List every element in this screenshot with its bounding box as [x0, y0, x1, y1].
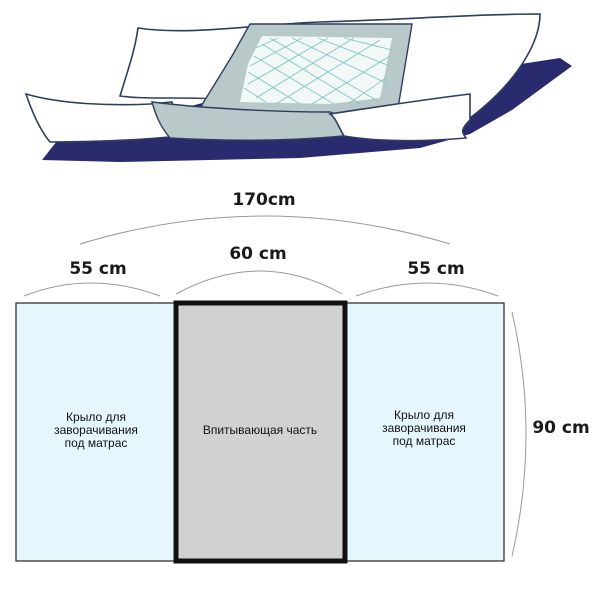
- left-wing-panel: [15, 302, 177, 562]
- arc-right-wing: [355, 282, 499, 297]
- arc-left-wing: [23, 282, 161, 297]
- arc-height: [511, 311, 527, 557]
- arc-total-width: [79, 215, 451, 245]
- center-label: Впитывающая часть: [202, 423, 318, 437]
- sheet-right-wing: [327, 93, 471, 142]
- absorbent-panel: [173, 300, 348, 564]
- left-wing-width-label: 55 cm: [69, 259, 126, 279]
- arc-center: [175, 270, 343, 295]
- right-wing-width-label: 55 cm: [407, 259, 464, 279]
- center-width-label: 60 cm: [229, 244, 286, 264]
- left-wing-label: Крыло для заворачивания под матрас: [54, 410, 138, 450]
- pad-grid: [243, 37, 393, 105]
- height-label: 90 cm: [532, 418, 589, 438]
- total-width-label: 170cm: [232, 190, 295, 210]
- dimension-arcs: [23, 215, 527, 557]
- mattress-illustration: [24, 13, 572, 162]
- right-wing-panel: [343, 302, 505, 562]
- right-wing-label: Крыло для заворачивания под матрас: [382, 408, 466, 448]
